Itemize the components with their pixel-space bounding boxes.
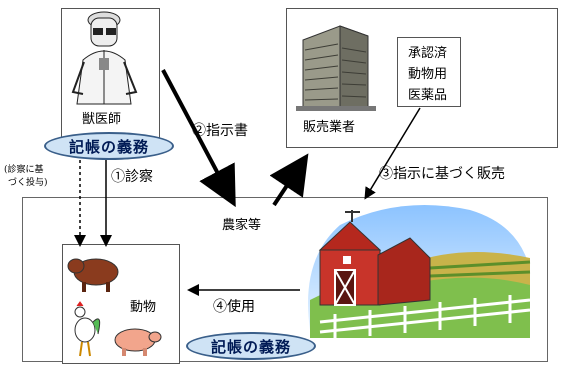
side-note-line1: (診察に基 <box>4 165 44 175</box>
step-sale-label: ③指示に基づく販売 <box>379 166 505 182</box>
instruction-to-seller-arrow <box>269 153 309 207</box>
rooster-icon <box>74 301 101 357</box>
instruction-arrow <box>161 69 236 208</box>
vet-label: 獣医師 <box>82 112 122 127</box>
step-use-label: ④使用 <box>213 299 255 315</box>
drug-label-line1: 承認済 <box>408 46 448 61</box>
seller-label: 販売業者 <box>303 120 356 135</box>
farm-scene-icon <box>308 205 531 338</box>
farm-label: 農家等 <box>222 218 262 233</box>
cow-icon <box>67 258 119 292</box>
building-icon <box>296 25 376 111</box>
drug-label-line2: 動物用 <box>408 67 448 82</box>
drug-pointer-arrow <box>364 107 421 200</box>
pig-icon <box>114 328 162 356</box>
record-duty-top-badge: 記帳の義務 <box>44 132 174 160</box>
drug-label-box <box>397 37 461 107</box>
animals-label: 動物 <box>130 300 157 315</box>
step-diagnosis-label: ①診察 <box>111 169 153 185</box>
drug-label-line3: 医薬品 <box>408 88 448 103</box>
side-note-line2: づく投与) <box>8 178 48 188</box>
step-instruction-label: ②指示書 <box>192 123 248 139</box>
record-duty-bottom-badge: 記帳の義務 <box>186 332 316 360</box>
veterinarian-figure-icon <box>71 11 138 105</box>
